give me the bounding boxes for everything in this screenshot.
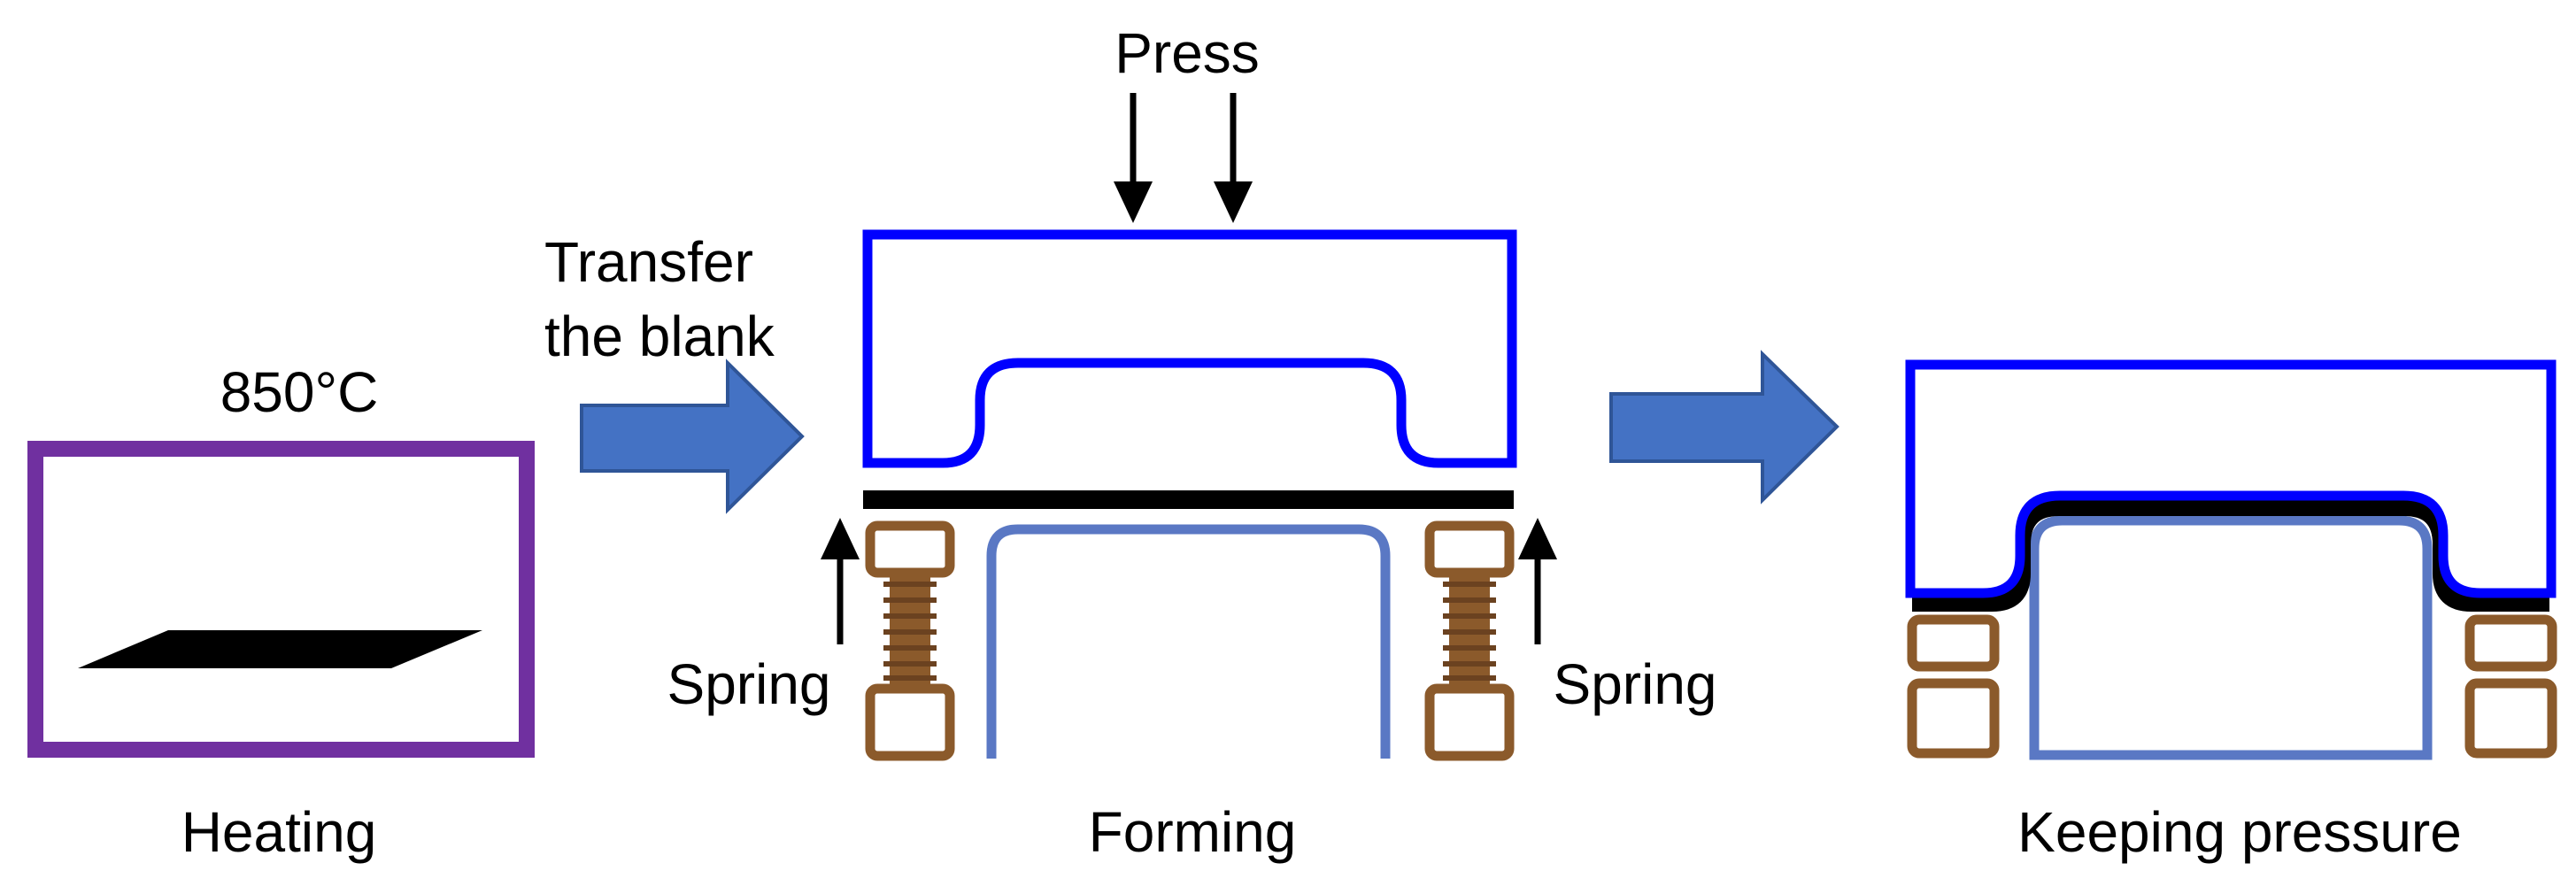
transfer-step: Transfer the blank [544, 230, 805, 514]
press-label: Press [1114, 21, 1260, 85]
furnace [27, 441, 535, 758]
press-arrowhead-right [1214, 181, 1253, 223]
spring-right-compressed [2464, 614, 2557, 759]
press-arrows [1114, 93, 1253, 223]
process-arrow [1609, 350, 1839, 505]
blank-sheet [863, 490, 1514, 509]
transfer-label-line1: Transfer [544, 230, 753, 294]
lower-die-closed [2029, 515, 2433, 760]
keeping-caption: Keeping pressure [2017, 800, 2462, 864]
heating-caption: Heating [181, 800, 377, 864]
press-arrowhead-left [1114, 181, 1153, 223]
heating-stage: 850°C Heating [27, 360, 535, 864]
keeping-pressure-stage: Keeping pressure [1905, 359, 2557, 864]
spring-left [865, 520, 955, 761]
spring-left-compressed [1907, 614, 2000, 759]
spring-label-right: Spring [1554, 652, 1717, 716]
upper-punch-closed [1905, 359, 2557, 598]
lower-die [986, 524, 1391, 759]
formed-blank [1912, 500, 2549, 612]
spring-label-left: Spring [667, 652, 831, 716]
spring-arrowhead-right [1518, 518, 1557, 559]
transfer-arrow [580, 358, 805, 514]
heated-blank [78, 630, 482, 668]
temperature-label: 850°C [220, 360, 379, 424]
transfer-label-line2: the blank [544, 304, 775, 368]
forming-stage: Press [667, 21, 1717, 864]
spring-arrowhead-left [821, 518, 860, 559]
spring-right [1424, 520, 1515, 761]
upper-punch [862, 229, 1517, 468]
forming-caption: Forming [1089, 800, 1297, 864]
